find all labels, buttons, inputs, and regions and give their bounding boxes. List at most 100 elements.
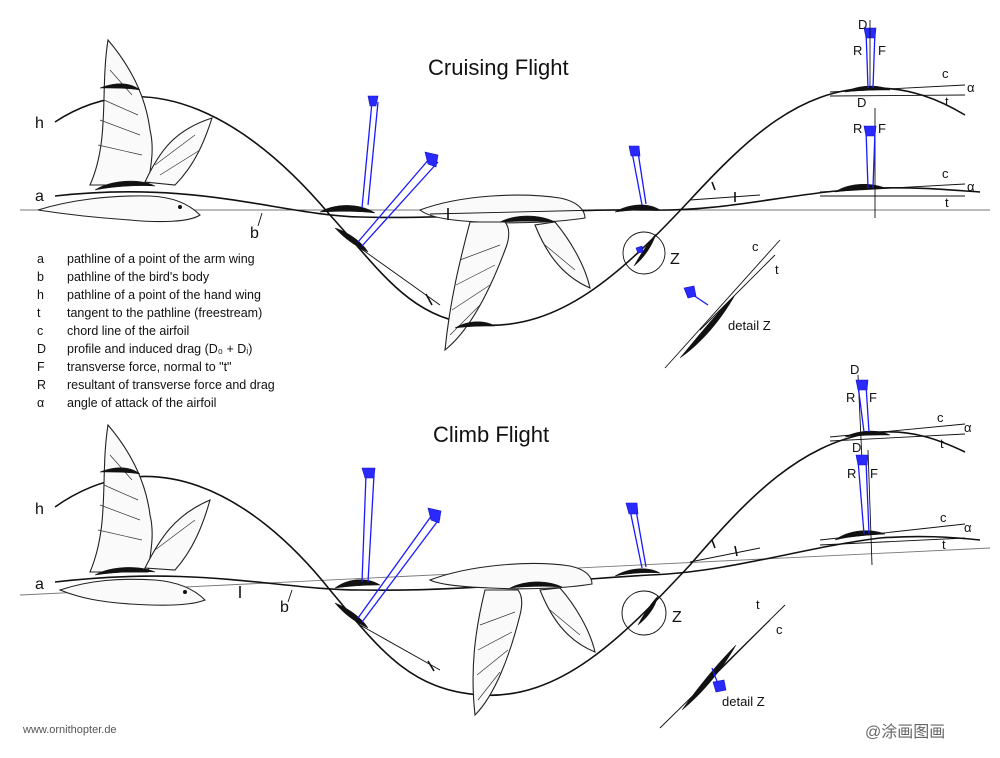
svg-text:pathline of a point of the han: pathline of a point of the hand wing xyxy=(67,288,261,302)
climb-label-c-top: c xyxy=(937,410,944,425)
climb-z-circle xyxy=(621,590,667,636)
svg-text:resultant of transverse force: resultant of transverse force and drag xyxy=(67,378,275,392)
climb-force-vector-6 xyxy=(629,509,647,569)
climb-force-arrow-top xyxy=(855,379,869,391)
climb-label-F-top: F xyxy=(869,390,877,405)
climb-detailz-label-c: c xyxy=(776,622,783,637)
climb-force-vector-3 xyxy=(357,514,441,623)
cruise-force-vector-top xyxy=(865,29,876,89)
climb-label-R-mid: R xyxy=(847,466,856,481)
svg-text:chord line of the airfoil: chord line of the airfoil xyxy=(67,324,189,338)
climb-tangent-3 xyxy=(359,624,441,671)
cruise-label-R-top: R xyxy=(853,43,862,58)
climb-bird-downstroke xyxy=(428,562,596,717)
climb-tangent-top xyxy=(829,433,966,442)
cruise-force-vector-2 xyxy=(361,101,379,209)
climb-tangent-7 xyxy=(689,547,761,563)
climb-detailz-force xyxy=(712,679,727,693)
climb-airfoil-6 xyxy=(614,568,661,577)
cruise-force-arrow-6 xyxy=(628,145,641,157)
climb-force-arrow-3 xyxy=(427,507,442,524)
svg-text:angle of attack of the airfoil: angle of attack of the airfoil xyxy=(67,396,216,410)
cruise-bird1-feathers xyxy=(97,69,201,176)
climb-title: Climb Flight xyxy=(433,422,549,447)
climb-airfoil-4 xyxy=(509,581,563,589)
climb-force-arrow-6 xyxy=(625,502,639,515)
cruise-airfoil-hand-1 xyxy=(99,83,141,91)
footer-url: www.ornithopter.de xyxy=(22,724,117,736)
cruise-panel: Cruising Flight h a b xyxy=(20,17,990,369)
cruise-chord-top xyxy=(829,84,966,93)
cruise-bird1-body xyxy=(37,195,201,223)
climb-tick-8 xyxy=(711,539,716,549)
climb-label-z: Z xyxy=(672,609,682,626)
svg-text:b: b xyxy=(37,270,44,284)
cruise-label-t-top: t xyxy=(945,94,949,109)
climb-label-D-top: D xyxy=(850,362,859,377)
climb-detailz-label: detail Z xyxy=(722,694,765,709)
climb-bird2-body xyxy=(428,562,593,590)
svg-text:a: a xyxy=(37,252,44,266)
climb-label-b: b xyxy=(280,599,289,616)
cruise-tangent-4 xyxy=(429,209,601,215)
cruise-label-F-mid: F xyxy=(878,121,886,136)
svg-text:α: α xyxy=(37,396,44,410)
climb-detailz-label-t: t xyxy=(756,597,760,612)
climb-label-R-top: R xyxy=(846,390,855,405)
cruise-bird2-wing-far xyxy=(534,221,591,289)
cruise-label-b: b xyxy=(250,225,259,242)
cruise-title: Cruising Flight xyxy=(428,55,569,80)
climb-normal-mid xyxy=(867,449,873,566)
cruise-bird-downstroke xyxy=(418,194,591,352)
climb-force-arrow-mid xyxy=(855,454,869,466)
cruise-label-z: Z xyxy=(670,251,680,268)
svg-text:profile and induced drag (D₀ +: profile and induced drag (D₀ + Dᵢ) xyxy=(67,342,252,356)
legend-row: h pathline of a point of the hand wing xyxy=(37,288,261,302)
svg-text:tangent to the pathline (frees: tangent to the pathline (freestream) xyxy=(67,306,262,320)
climb-chord-mid xyxy=(819,523,966,541)
climb-airfoil-hand-1 xyxy=(99,467,141,475)
cruise-bird1-wing-right xyxy=(144,117,213,186)
climb-airfoil-arm-1 xyxy=(94,567,156,576)
cruise-detailz-label-t: t xyxy=(775,262,779,277)
climb-label-a: a xyxy=(35,576,44,593)
climb-airfoil-3 xyxy=(334,602,369,629)
climb-tick-7 xyxy=(734,545,738,557)
cruise-tick-3 xyxy=(425,293,433,306)
cruise-force-arrow-3 xyxy=(424,151,439,168)
cruise-tick-8 xyxy=(711,181,716,191)
cruise-label-D-mid: D xyxy=(857,95,866,110)
cruise-force-arrow-mid xyxy=(863,125,877,137)
cruise-bird2-feathers xyxy=(449,244,576,336)
climb-pathline-a xyxy=(54,535,981,592)
climb-b-leader xyxy=(287,589,293,603)
cruise-force-vector-3 xyxy=(357,157,439,247)
climb-label-t-top: t xyxy=(940,436,944,451)
climb-bird2-wing-near xyxy=(472,589,523,717)
svg-text:h: h xyxy=(37,288,44,302)
climb-force-arrow-2 xyxy=(361,467,376,479)
svg-text:transverse force, normal to "t: transverse force, normal to "t" xyxy=(67,360,232,374)
cruise-airfoil-3 xyxy=(334,227,369,253)
cruise-label-c-top: c xyxy=(942,66,949,81)
climb-label-alpha-top: α xyxy=(964,420,972,435)
climb-force-vector-2 xyxy=(361,474,375,583)
climb-chord-top xyxy=(829,423,966,438)
cruise-label-alpha-top: α xyxy=(967,80,975,95)
svg-text:c: c xyxy=(37,324,43,338)
watermark: @涂画图画 xyxy=(865,723,945,741)
climb-z-airfoil xyxy=(637,595,659,626)
cruise-label-alpha-mid: α xyxy=(967,179,975,194)
climb-pathline-h xyxy=(54,431,966,697)
cruise-label-t-mid: t xyxy=(945,195,949,210)
climb-label-D-mid: D xyxy=(852,440,861,455)
climb-bird1-eye xyxy=(183,590,187,594)
legend-row: c chord line of the airfoil xyxy=(37,324,189,338)
climb-label-t-mid: t xyxy=(942,537,946,552)
cruise-detailz-label-c: c xyxy=(752,239,759,254)
